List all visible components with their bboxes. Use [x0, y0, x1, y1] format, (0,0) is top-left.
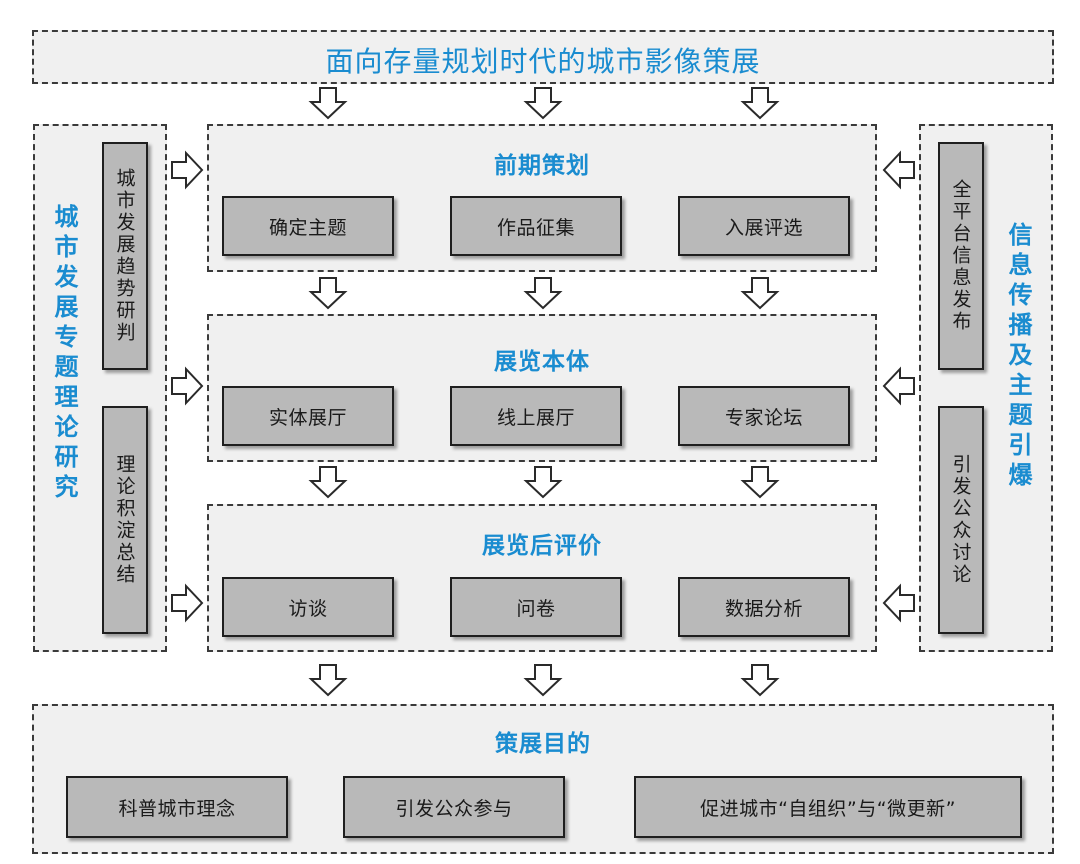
right-arrow-icon	[171, 368, 203, 404]
right-arrow-icon	[171, 152, 203, 188]
left-panel-label: 城市发展专题理论研究	[50, 204, 78, 504]
goal-item-1: 科普城市理念	[66, 776, 288, 838]
stage-planning-item-3: 入展评选	[678, 196, 850, 256]
stage-evaluation-item-1: 访谈	[222, 577, 394, 637]
left-arrow-icon	[883, 585, 915, 621]
left-box-theory-label: 理论积淀总结	[113, 454, 136, 586]
stage-evaluation-item-3: 数据分析	[678, 577, 850, 637]
down-arrow-icon	[742, 87, 778, 119]
goal-item-3: 促进城市“自组织”与“微更新”	[634, 776, 1022, 838]
diagram-title: 面向存量规划时代的城市影像策展	[325, 45, 761, 78]
down-arrow-icon	[742, 664, 778, 696]
down-arrow-icon	[742, 277, 778, 309]
down-arrow-icon	[310, 87, 346, 119]
stage-exhibition-title: 展览本体	[494, 349, 590, 375]
stage-exhibition-item-2: 线上展厅	[450, 386, 622, 446]
stage-evaluation-item-2: 问卷	[450, 577, 622, 637]
left-arrow-icon	[883, 368, 915, 404]
left-box-trend: 城市发展趋势研判	[102, 142, 148, 370]
left-box-trend-label: 城市发展趋势研判	[113, 168, 136, 344]
stage-evaluation-title: 展览后评价	[482, 533, 602, 559]
goal-item-2: 引发公众参与	[343, 776, 565, 838]
down-arrow-icon	[310, 277, 346, 309]
stage-planning-item-2: 作品征集	[450, 196, 622, 256]
right-panel-label: 信息传播及主题引爆	[1004, 222, 1032, 492]
title-frame: 面向存量规划时代的城市影像策展	[32, 30, 1054, 84]
down-arrow-icon	[525, 466, 561, 498]
right-box-discuss: 引发公众讨论	[938, 406, 984, 634]
goal-title: 策展目的	[495, 731, 591, 757]
stage-exhibition-item-3: 专家论坛	[678, 386, 850, 446]
down-arrow-icon	[525, 277, 561, 309]
stage-planning-title: 前期策划	[494, 153, 590, 179]
stage-planning-item-1: 确定主题	[222, 196, 394, 256]
down-arrow-icon	[310, 466, 346, 498]
down-arrow-icon	[525, 87, 561, 119]
stage-exhibition-item-1: 实体展厅	[222, 386, 394, 446]
down-arrow-icon	[742, 466, 778, 498]
right-arrow-icon	[171, 585, 203, 621]
down-arrow-icon	[525, 664, 561, 696]
left-box-theory: 理论积淀总结	[102, 406, 148, 634]
right-box-publish-label: 全平台信息发布	[949, 179, 972, 333]
right-box-discuss-label: 引发公众讨论	[949, 454, 972, 586]
down-arrow-icon	[310, 664, 346, 696]
left-arrow-icon	[883, 152, 915, 188]
right-box-publish: 全平台信息发布	[938, 142, 984, 370]
